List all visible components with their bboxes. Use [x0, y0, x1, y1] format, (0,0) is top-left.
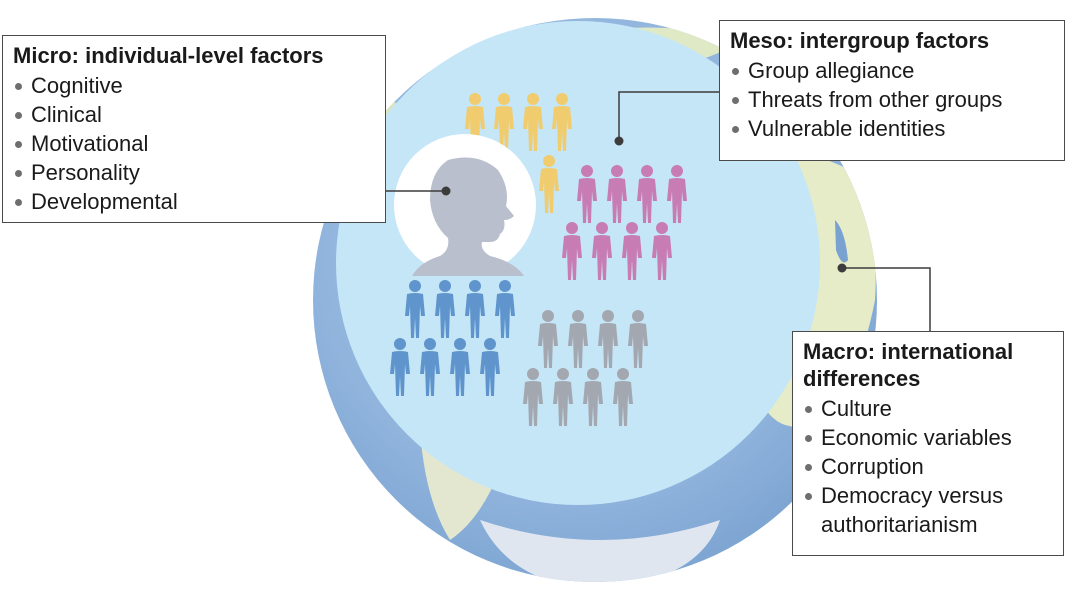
head-silhouette-icon: [412, 157, 524, 276]
macro-connector-dot: [837, 263, 847, 273]
meso-item-group-allegiance: Group allegiance: [730, 56, 1054, 85]
meso-list: Group allegiance Threats from other grou…: [730, 56, 1054, 143]
macro-item-corruption: Corruption: [803, 452, 1053, 481]
meso-connector-line: [618, 91, 719, 141]
meso-connector-dot: [614, 136, 624, 146]
macro-item-culture: Culture: [803, 394, 1053, 423]
macro-item-authoritarianism: authoritarianism: [821, 512, 978, 537]
individual-head: [394, 134, 536, 276]
macro-list: Culture Economic variables Corruption De…: [803, 394, 1053, 539]
micro-item-motivational: Motivational: [13, 129, 375, 158]
micro-factors-box: Micro: individual-level factors Cognitiv…: [2, 35, 386, 223]
macro-title-line1: Macro: international: [803, 339, 1014, 364]
meso-item-threats: Threats from other groups: [730, 85, 1054, 114]
micro-item-clinical: Clinical: [13, 100, 375, 129]
macro-title-line2: differences: [803, 366, 921, 391]
micro-item-cognitive: Cognitive: [13, 71, 375, 100]
macro-factors-box: Macro: international differences Culture…: [792, 331, 1064, 556]
macro-item-democracy: Democracy versus: [803, 481, 1053, 510]
connectors: [386, 91, 931, 331]
meso-item-vulnerable-identities: Vulnerable identities: [730, 114, 1054, 143]
micro-item-developmental: Developmental: [13, 187, 375, 216]
macro-item-economic-variables: Economic variables: [803, 423, 1053, 452]
micro-item-personality: Personality: [13, 158, 375, 187]
micro-title: Micro: individual-level factors: [13, 43, 324, 68]
micro-list: Cognitive Clinical Motivational Personal…: [13, 71, 375, 216]
macro-connector-line: [842, 267, 931, 331]
micro-connector-dot: [441, 186, 451, 196]
meso-title: Meso: intergroup factors: [730, 28, 990, 53]
meso-factors-box: Meso: intergroup factors Group allegianc…: [719, 20, 1065, 161]
